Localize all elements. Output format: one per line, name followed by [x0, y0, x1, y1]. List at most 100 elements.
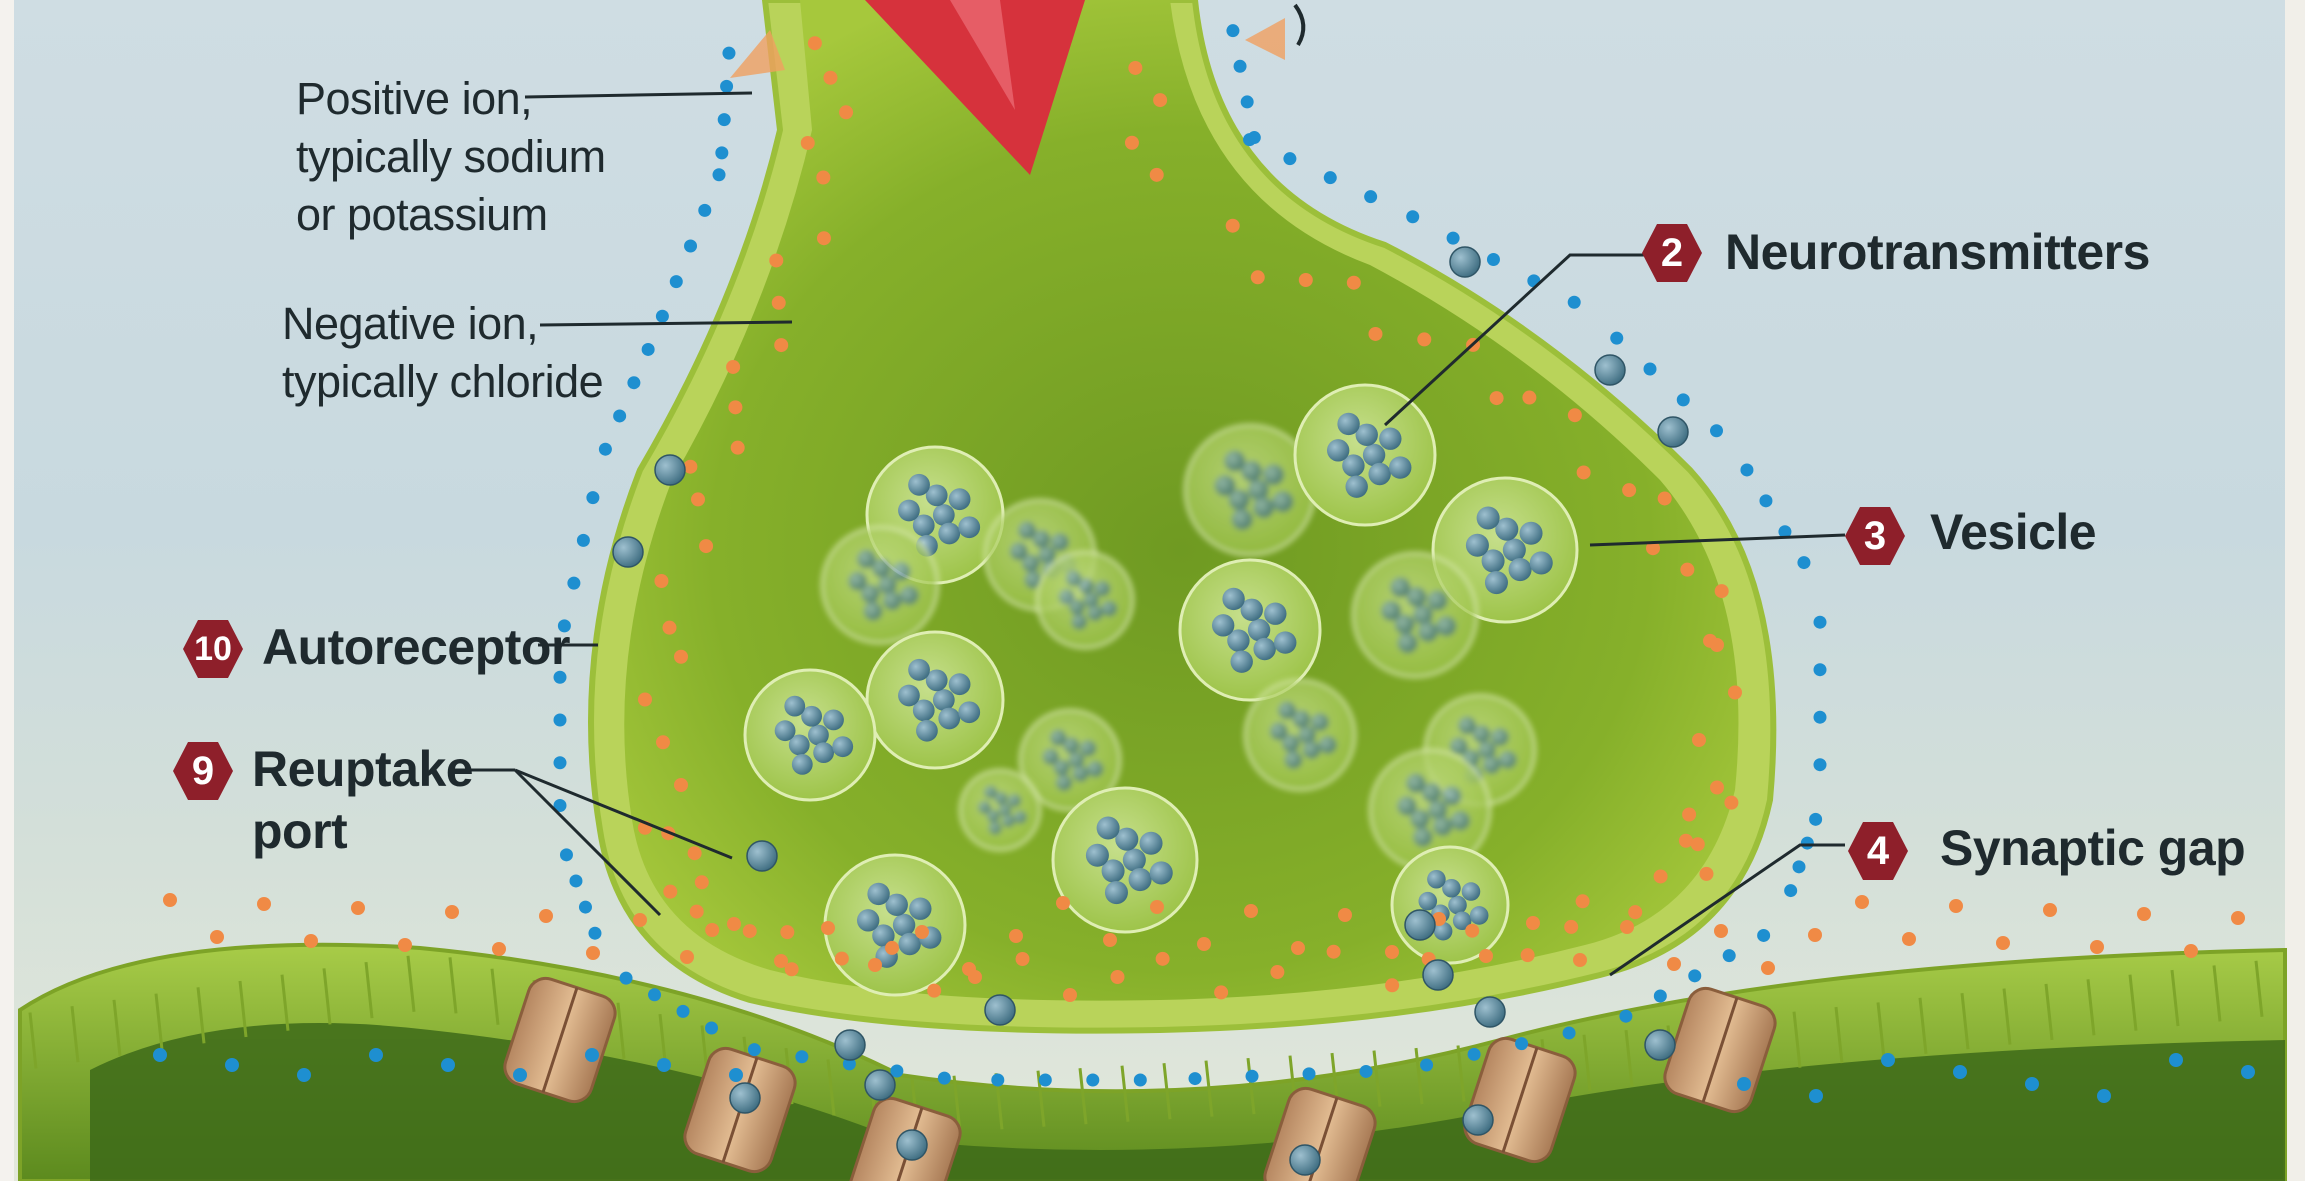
positive-ion [1573, 953, 1587, 967]
negative-ion [1814, 758, 1827, 771]
positive-ion [885, 941, 899, 955]
neurotransmitter [1290, 1145, 1320, 1175]
negative-ion [585, 1048, 599, 1062]
neurotransmitter [1499, 751, 1517, 769]
positive-ion [1680, 563, 1694, 577]
positive-ion [1682, 807, 1696, 821]
neurotransmitter [908, 474, 930, 496]
negative-ion [1757, 929, 1770, 942]
negative-ion [715, 146, 728, 159]
neurotransmitter [1483, 756, 1501, 774]
negative-ion [720, 80, 733, 93]
positive-ion [728, 400, 742, 414]
neurotransmitter [1398, 633, 1418, 653]
neurotransmitter [1101, 601, 1116, 616]
neurotransmitter [1050, 730, 1066, 746]
negative-ion [1797, 556, 1810, 569]
vesicle [1245, 680, 1355, 790]
negative-ion [554, 714, 567, 727]
positive-ion [674, 650, 688, 664]
negative-ion [1740, 463, 1753, 476]
negative-ion [1364, 190, 1377, 203]
neurotransmitter [1433, 817, 1452, 836]
positive-ion [1153, 93, 1167, 107]
neurotransmitter [1451, 811, 1470, 830]
negative-ion [656, 310, 669, 323]
neurotransmitter [1397, 796, 1416, 815]
negative-ion [1468, 1048, 1481, 1061]
positive-ion [663, 885, 677, 899]
positive-ion [1855, 895, 1869, 909]
neurotransmitter [857, 909, 879, 931]
negative-ion [684, 239, 697, 252]
neurotransmitter [747, 841, 777, 871]
neurotransmitter [1345, 475, 1367, 497]
neurotransmitter [1095, 581, 1110, 596]
positive-ion [1016, 952, 1030, 966]
neurotransmitter [1278, 702, 1296, 720]
positive-ion [962, 962, 976, 976]
vesicle [822, 527, 938, 643]
positive-ion [2231, 911, 2245, 925]
negative-ion [2025, 1077, 2039, 1091]
neurotransmitter [1423, 960, 1453, 990]
positive-ion [680, 950, 694, 964]
negative-ion [569, 874, 582, 887]
neurotransmitter [1485, 571, 1508, 594]
positive-ion [445, 905, 459, 919]
negative-ion [2241, 1065, 2255, 1079]
positive-ion [2137, 907, 2151, 921]
negative-ion [648, 988, 661, 1001]
neurotransmitter [864, 602, 883, 621]
negative-ion [1610, 332, 1623, 345]
neurotransmitter [1379, 428, 1401, 450]
neurotransmitter [1391, 578, 1411, 598]
neurotransmitter [1068, 752, 1084, 768]
positive-ion [1996, 936, 2010, 950]
positive-ion [821, 921, 835, 935]
neurotransmitter [1264, 603, 1286, 625]
neurotransmitter [933, 689, 955, 711]
positive-ion [1270, 965, 1284, 979]
neurotransmitter [1072, 766, 1088, 782]
negative-ion [1677, 393, 1690, 406]
positive-ion [1214, 985, 1228, 999]
vesicle [745, 670, 875, 800]
neurotransmitter [775, 720, 796, 741]
negative-ion [1814, 711, 1827, 724]
positive-ion [1576, 894, 1590, 908]
neurotransmitter [784, 696, 805, 717]
neurotransmitter [1043, 749, 1059, 765]
neurotransmitter [1463, 1105, 1493, 1135]
positive-ion [1327, 945, 1341, 959]
negative-ion [567, 577, 580, 590]
neurotransmitter [978, 801, 991, 814]
negative-ion [225, 1058, 239, 1072]
negative-ion [1792, 860, 1805, 873]
positive-ion [1699, 867, 1713, 881]
neurotransmitter [898, 500, 920, 522]
positive-ion [1465, 924, 1479, 938]
neurotransmitter [1478, 741, 1496, 759]
negative-ion [729, 1068, 743, 1082]
positive-ion [1150, 900, 1164, 914]
positive-ion [2090, 940, 2104, 954]
positive-ion [2043, 903, 2057, 917]
negative-ion [677, 1005, 690, 1018]
negative-ion [2097, 1089, 2111, 1103]
negative-ion [620, 972, 633, 985]
vesicle [867, 632, 1003, 768]
neurotransmitter [613, 537, 643, 567]
negative-ion [588, 927, 601, 940]
positive-ion [1564, 920, 1578, 934]
positive-ion [304, 934, 318, 948]
neurotransmitter [1503, 538, 1526, 561]
negative-ion [1710, 424, 1723, 437]
negative-ion [1814, 663, 1827, 676]
positive-ion [1125, 136, 1139, 150]
positive-ion [674, 778, 688, 792]
positive-ion [633, 913, 647, 927]
positive-ion [774, 338, 788, 352]
positive-ion [835, 952, 849, 966]
negative-ion [1688, 969, 1701, 982]
